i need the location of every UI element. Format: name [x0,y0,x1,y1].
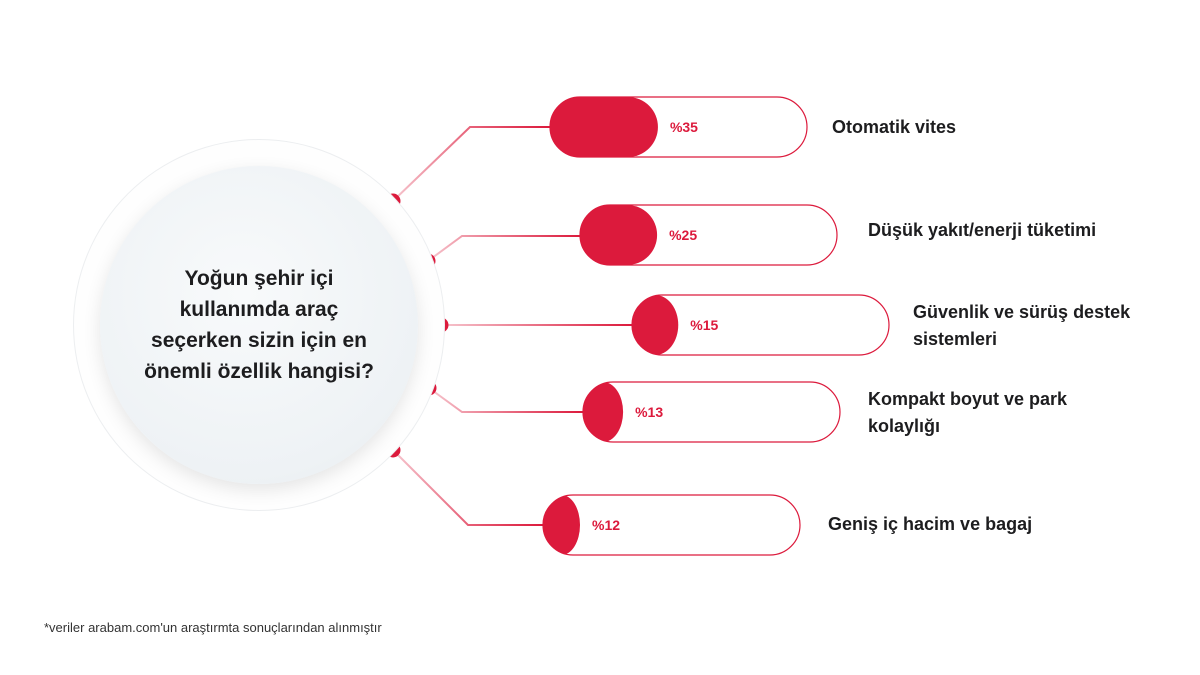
category-label-1: Otomatik vites [832,117,957,137]
footnote: *veriler arabam.com'un araştırmta sonuçl… [44,620,382,635]
connector-line-4 [428,387,583,413]
connector-line-5 [392,449,543,526]
bar-fill-5 [543,495,581,555]
connector-dot-3 [433,317,449,333]
bar-fill-4 [583,382,624,442]
question-text: Yoğun şehir içi kullanımda araç seçerken… [144,267,374,383]
question-circle: Yoğun şehir içi kullanımda araç seçerken… [100,166,418,484]
value-label-1: %35 [670,119,698,135]
connector-layer [385,126,632,526]
bar-track-5 [542,494,801,556]
bar-fill-1 [550,97,658,157]
connector-line-2 [427,235,580,262]
value-label-4: %13 [635,404,663,420]
bar-fill-2 [580,205,658,265]
connector-dot-2 [420,253,436,269]
category-label-5: Geniş iç hacim ve bagaj [828,514,1033,534]
connector-dot-5 [385,442,401,458]
value-label-5: %12 [592,517,620,533]
connector-line-1 [392,126,550,202]
bar-fill-3 [632,295,679,355]
value-label-3: %15 [690,317,718,333]
value-label-2: %25 [669,227,697,243]
bar-layer: %35 %25 %15 %13 %12 [542,96,890,556]
category-label-4: Kompakt boyut ve park kolaylığı [868,389,1068,436]
connector-dot-1 [385,193,401,209]
category-label-2: Düşük yakıt/enerji tüketimi [868,220,1097,240]
connector-dot-4 [421,380,437,396]
category-label-3: Güvenlik ve sürüş destek sistemleri [913,302,1131,349]
